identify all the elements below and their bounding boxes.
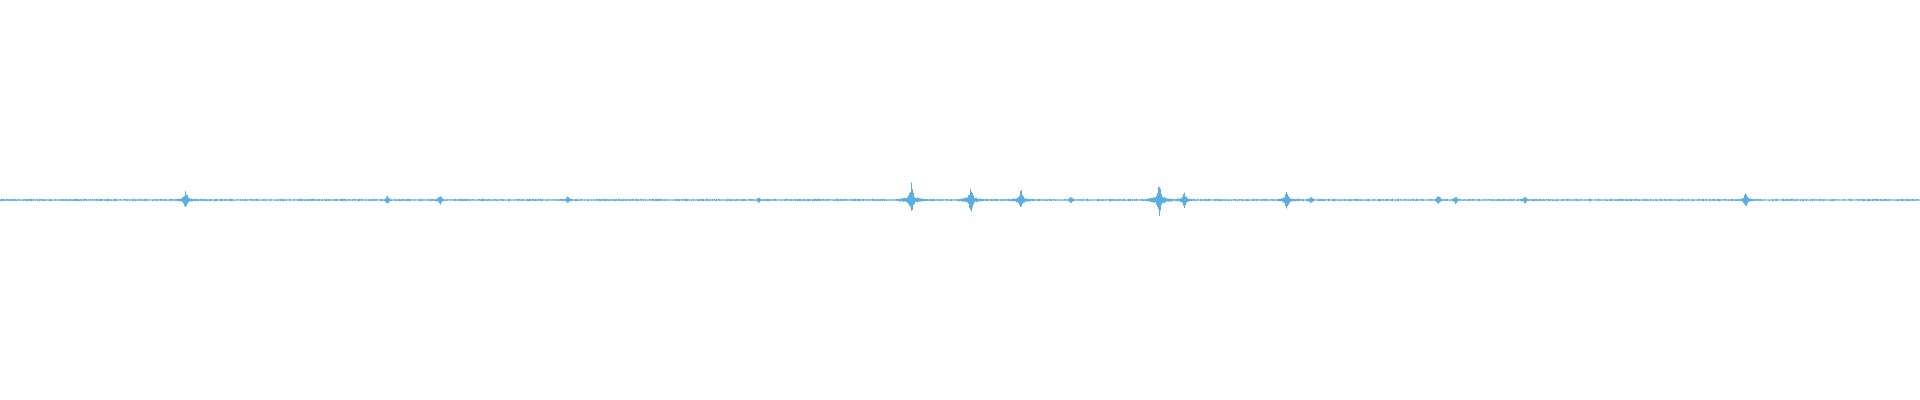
waveform-trace xyxy=(0,182,1920,216)
